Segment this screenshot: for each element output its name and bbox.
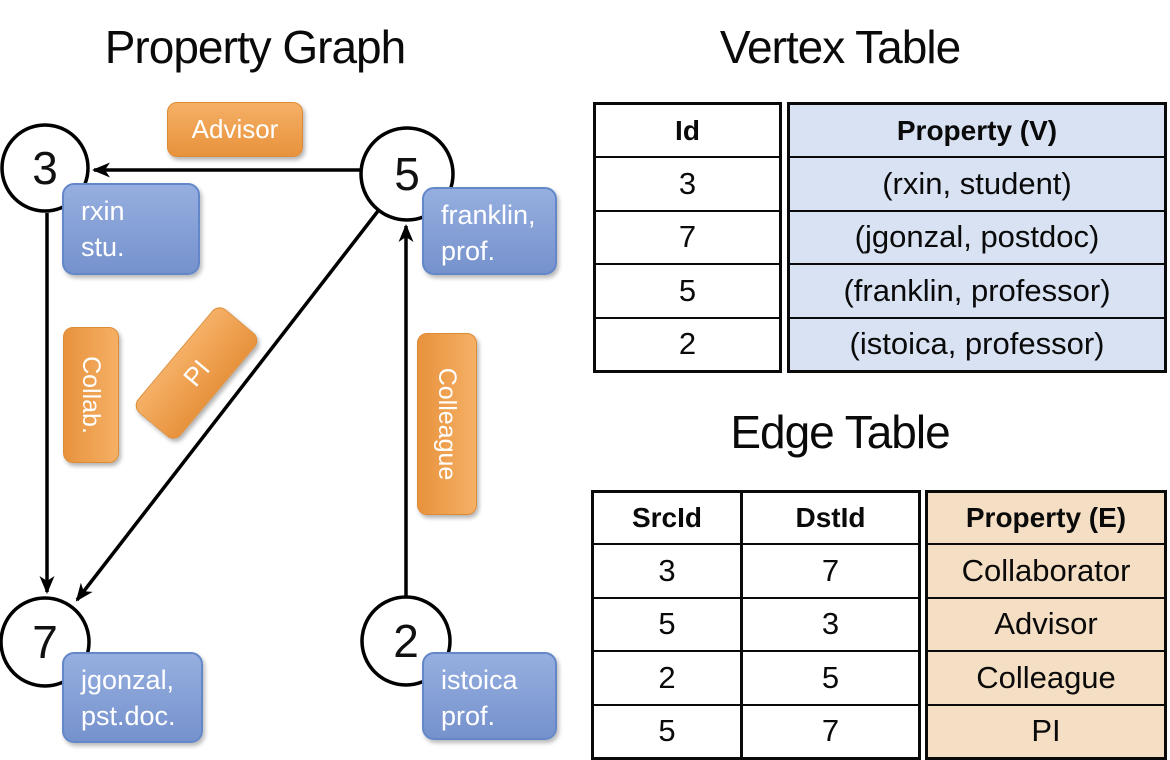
vertex-property-line1: franklin,	[441, 200, 536, 230]
edge-label-collab: Collab.	[63, 327, 119, 463]
edge-table-property-column: Property (E) Collaborator Advisor Collea…	[925, 490, 1167, 760]
edge-label-advisor: Advisor	[167, 102, 303, 157]
edge-table-dst-cell: 7	[743, 543, 918, 597]
vertex-property-line1: rxin	[81, 196, 125, 226]
vertex-table-id-column: Id 3 7 5 2	[593, 102, 782, 373]
vertex-table-property-cell: (istoica, professor)	[790, 316, 1164, 371]
vertex-property-line2: pst.doc.	[81, 700, 176, 731]
edge-table-src-cell: 5	[594, 596, 743, 650]
vertex-property-line2: stu.	[81, 231, 125, 262]
vertex-table-property-cell: (rxin, student)	[790, 156, 1164, 210]
vertex-property-box-3: rxin stu.	[62, 183, 200, 275]
vertex-property-line2: prof.	[441, 235, 496, 266]
vertex-table-id-cell: 3	[596, 156, 779, 210]
property-graph-panel: Property Graph 3 5 7 2 rxin stu. frankli…	[0, 0, 575, 760]
edge-table-property-cell: Colleague	[928, 650, 1164, 704]
node-id-5: 5	[394, 148, 420, 200]
vertex-table-id-cell: 2	[596, 316, 779, 371]
edge-table-header-property: Property (E)	[965, 502, 1127, 533]
edge-table-header-dstid: DstId	[795, 502, 866, 533]
vertex-table-header-property: Property (V)	[896, 114, 1058, 146]
edge-label-colleague: Colleague	[417, 333, 477, 515]
edge-table-property-cell: Collaborator	[928, 543, 1164, 597]
vertex-table-header-id: Id	[675, 114, 700, 146]
edge-table-header-srcid: SrcId	[594, 493, 743, 543]
edge-table-dst-cell: 7	[743, 703, 918, 758]
vertex-property-box-2: istoica prof.	[422, 652, 557, 740]
edge-table-property-cell: Advisor	[928, 596, 1164, 651]
edge-table-id-columns: SrcId DstId 3 7 5 3 2 5 5 7	[591, 490, 921, 760]
node-id-3: 3	[32, 142, 58, 194]
edge-pi-5-to-7	[75, 209, 380, 602]
edge-table-src-cell: 5	[594, 703, 743, 757]
vertex-table-id-cell: 7	[596, 209, 779, 264]
vertex-property-line1: jgonzal,	[81, 665, 175, 695]
vertex-property-box-5: franklin, prof.	[422, 187, 557, 275]
node-id-2: 2	[393, 615, 419, 667]
vertex-property-box-7: jgonzal, pst.doc.	[62, 652, 203, 743]
node-id-7: 7	[32, 616, 58, 668]
edge-table-title: Edge Table	[730, 406, 950, 458]
edge-table-src-cell: 2	[594, 650, 743, 704]
vertex-table-property-column: Property (V) (rxin, student) (jgonzal, p…	[787, 102, 1167, 373]
edge-table-dst-cell: 3	[743, 596, 918, 651]
vertex-table-property-cell: (franklin, professor)	[790, 263, 1164, 317]
edge-table-property-cell: PI	[928, 703, 1164, 758]
property-graph-title: Property Graph	[104, 21, 406, 73]
vertex-table-id-cell: 5	[596, 263, 779, 317]
vertex-table-property-cell: (jgonzal, postdoc)	[790, 209, 1164, 264]
edge-table-dst-cell: 5	[743, 650, 918, 704]
vertex-table-title: Vertex Table	[719, 21, 961, 73]
edge-table-src-cell: 3	[594, 543, 743, 597]
vertex-property-line1: istoica	[441, 665, 518, 695]
vertex-property-line2: prof.	[441, 700, 496, 731]
